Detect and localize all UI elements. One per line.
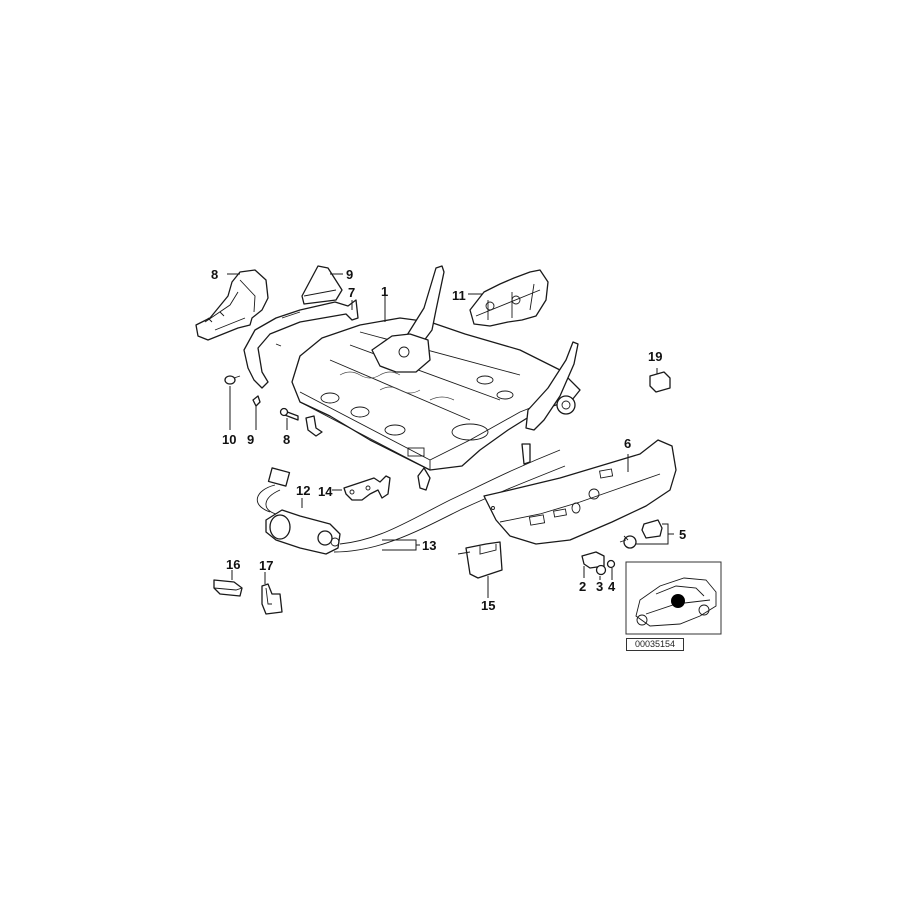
part-17-connector-block[interactable] — [213, 579, 243, 597]
part-1-seat-frame[interactable] — [291, 265, 581, 491]
callout-15: 14 — [318, 484, 333, 499]
part-4-cap-small[interactable] — [606, 559, 616, 569]
part-18-clip[interactable] — [261, 583, 283, 615]
callout-10: 9 — [247, 432, 255, 447]
part-19-cap-cover[interactable] — [649, 371, 671, 393]
leader-lines — [227, 273, 674, 598]
callout-12: 11 — [452, 288, 466, 303]
part-7-trim-strip[interactable] — [243, 299, 359, 389]
callout-17: 16 — [226, 557, 241, 572]
callout-3: 3 — [596, 579, 604, 594]
callout-14: 13 — [422, 538, 437, 553]
callout-2: 2 — [579, 579, 587, 594]
reference-code: 00035154 — [626, 638, 684, 651]
part-12-gear-drive[interactable] — [469, 269, 549, 327]
callout-7: 7 — [348, 285, 356, 300]
part-15-bracket[interactable] — [343, 475, 391, 501]
callout-19: 19 — [648, 349, 663, 364]
locator-dot — [671, 594, 685, 608]
part-11-rivet[interactable] — [224, 375, 241, 385]
callout-16: 15 — [481, 598, 496, 613]
part-14-flexible-shafts[interactable] — [333, 449, 566, 553]
callout-8-triangle: 9 — [346, 267, 354, 282]
callout-13: 12 — [296, 483, 311, 498]
callout-5: 5 — [679, 527, 687, 542]
part-13-drive-motor[interactable] — [257, 467, 341, 555]
callout-6: 6 — [624, 436, 632, 451]
part-5-knob-set[interactable] — [619, 519, 663, 549]
callout-4: 4 — [608, 579, 616, 594]
callout-18: 17 — [259, 558, 274, 573]
callout-11: 10 — [222, 432, 237, 447]
callout-1: 1 — [381, 284, 389, 299]
frame-mount-bracket — [305, 415, 323, 437]
callout-8-left: 8 — [211, 267, 219, 282]
locator-car-icon — [625, 561, 722, 635]
part-8-triangle-cover[interactable] — [301, 265, 343, 305]
part-9-bolt[interactable] — [279, 407, 299, 421]
part-3-knob-small[interactable] — [595, 564, 607, 576]
part-16-holder[interactable] — [457, 541, 503, 579]
callout-9: 8 — [283, 432, 291, 447]
part-10-screw[interactable] — [252, 395, 261, 407]
part-8-left-cover[interactable] — [195, 269, 269, 341]
